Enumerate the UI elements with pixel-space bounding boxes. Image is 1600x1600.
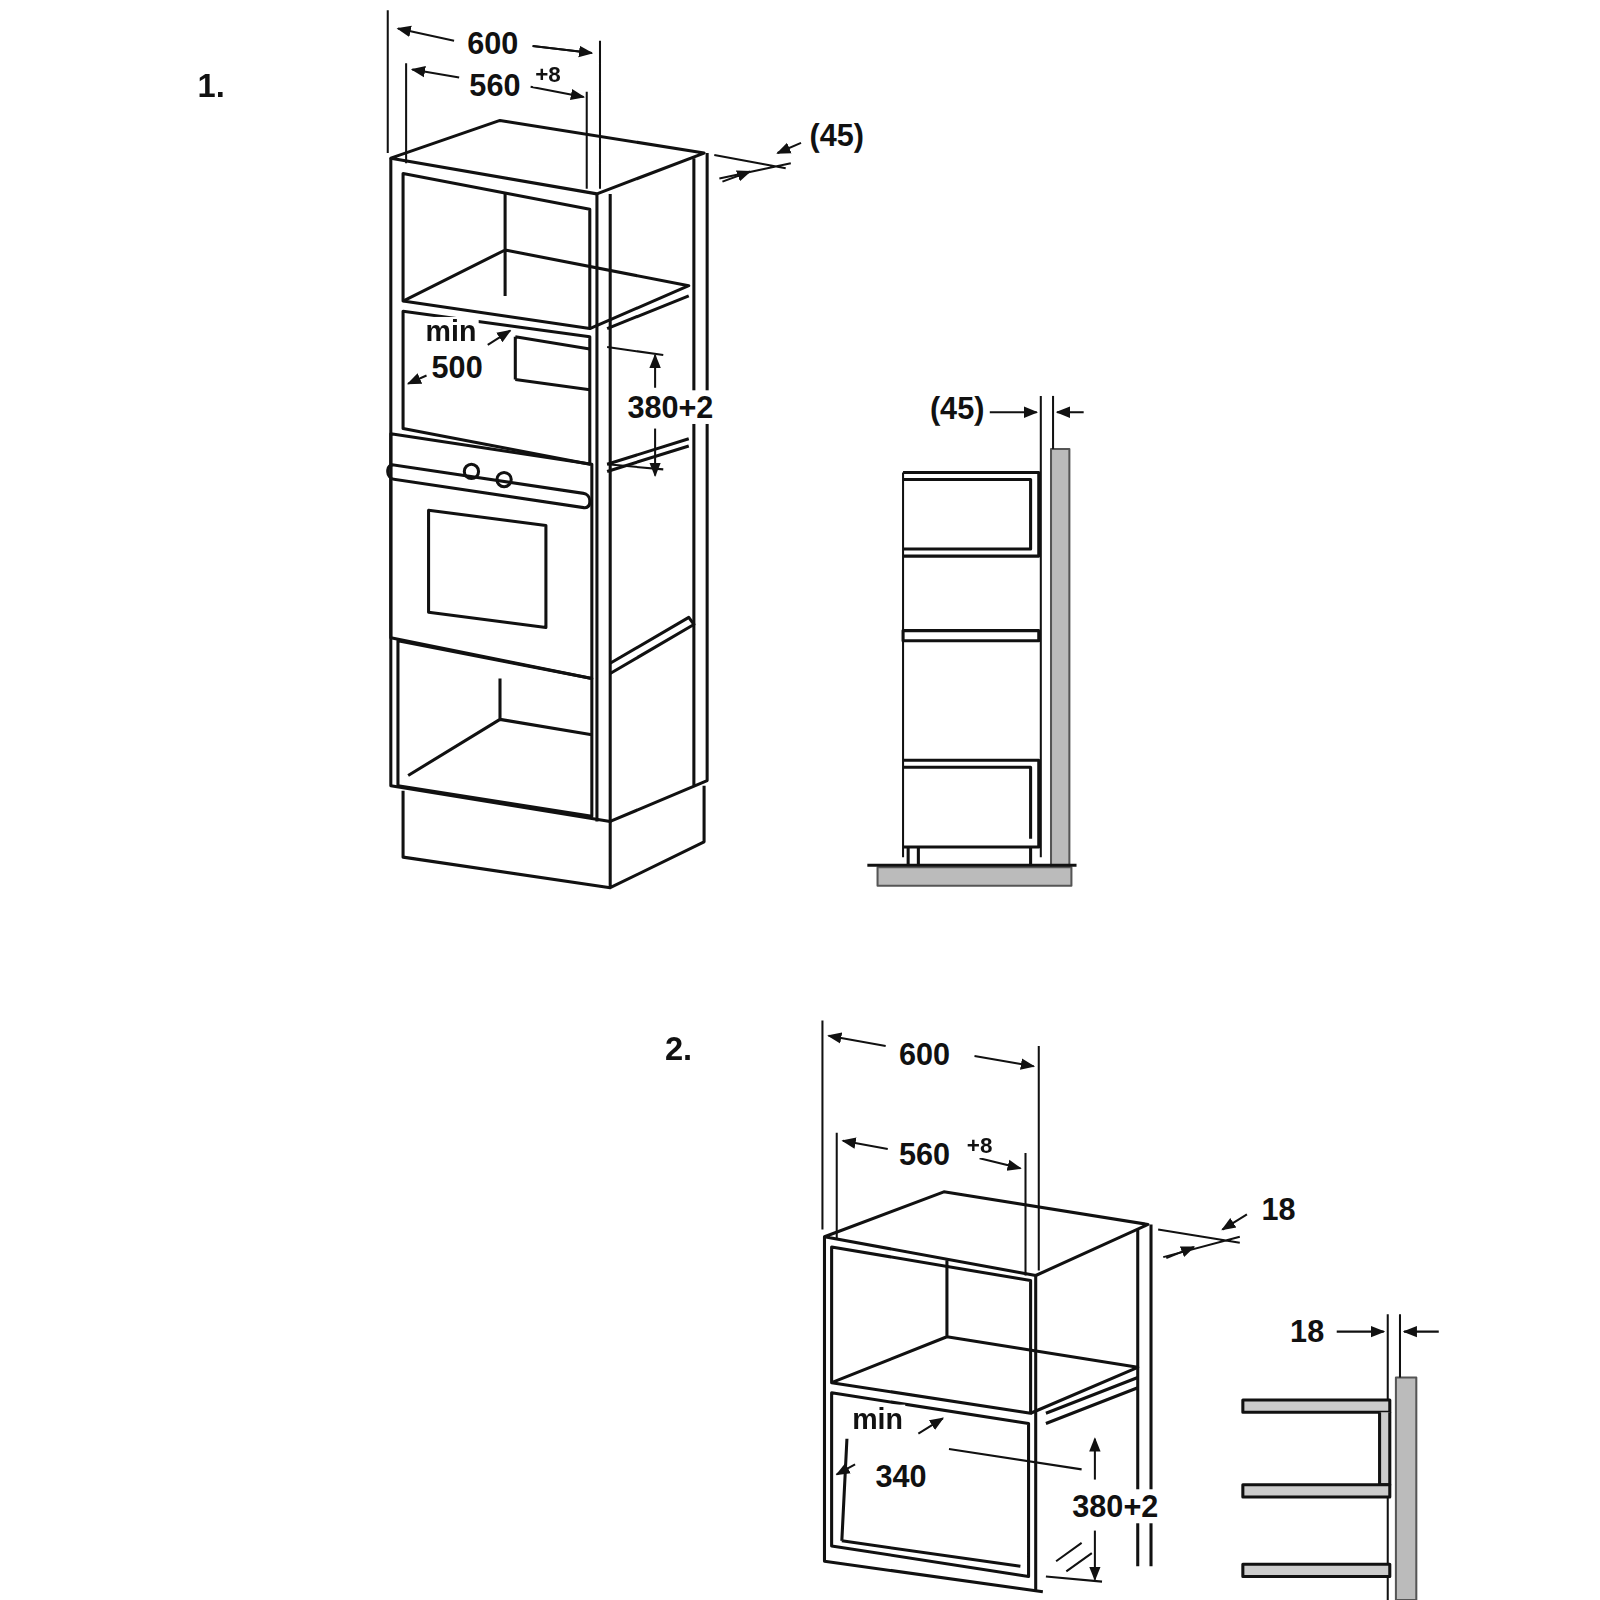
wall-cabinet [824, 1192, 1151, 1592]
figure-number: 1. [196, 69, 227, 105]
dimension: 18 [1288, 1315, 1326, 1349]
dimension: (45) [807, 119, 866, 153]
dimension-lines [822, 1020, 1246, 1581]
side-view-2 [1243, 1314, 1439, 1600]
dimension: 600 [897, 1037, 952, 1071]
figure-number: 2. [663, 1031, 694, 1067]
dimension: 380+2 [625, 390, 715, 424]
dimension-note: min [850, 1405, 905, 1436]
tolerance: +8 [533, 62, 563, 87]
dimension: 18 [1259, 1192, 1297, 1226]
dimension: 560 [467, 69, 522, 103]
dimension: 340 [873, 1460, 928, 1494]
dimension: 560 [897, 1137, 952, 1171]
dimension-note: min [424, 317, 479, 348]
dimension: 380+2 [1070, 1489, 1160, 1523]
dimension: 600 [465, 26, 520, 60]
tall-cabinet [388, 120, 707, 887]
tolerance: +8 [965, 1134, 995, 1159]
side-view-1 [867, 396, 1083, 886]
dimension: 500 [430, 351, 485, 385]
dimension-lines [388, 10, 801, 475]
dimension: (45) [928, 391, 987, 425]
